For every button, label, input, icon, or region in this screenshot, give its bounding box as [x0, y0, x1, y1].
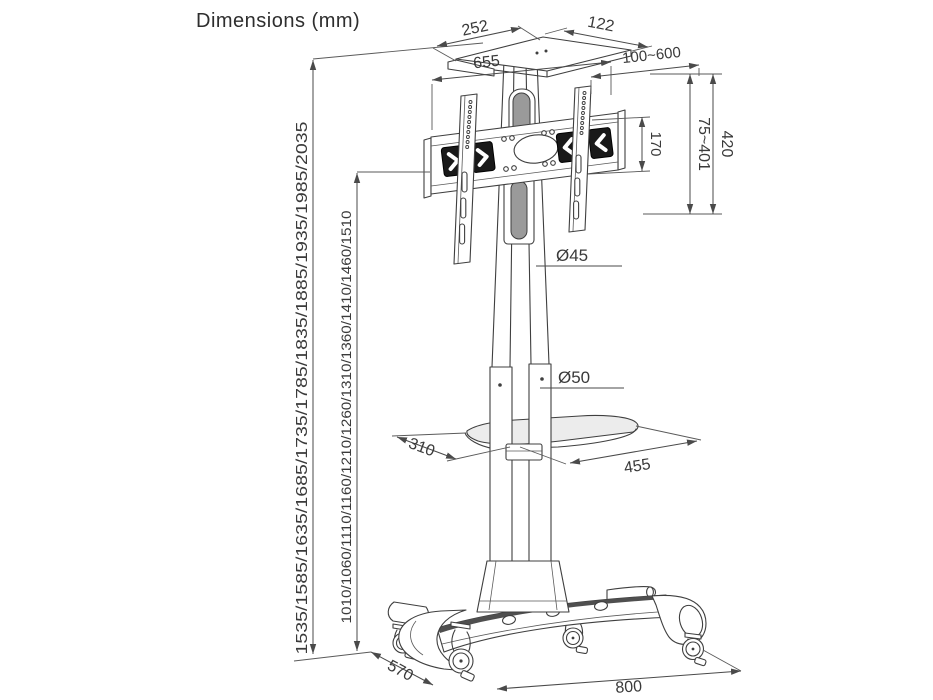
dim-line-shelf-depth [396, 436, 457, 460]
dim-line-top-depth [563, 29, 649, 49]
bracket-left-end-cap [423, 137, 432, 199]
vesa-rail-right [568, 85, 592, 233]
beam-hole-3 [593, 601, 609, 611]
label-top-depth: 122 [586, 14, 616, 36]
label-lower-pole-diameter: Ø50 [558, 368, 590, 387]
base-front-right-leg [651, 594, 707, 645]
dimension-lines [309, 26, 742, 692]
label-overall-heights: 1535/1585/1635/1685/1735/1785/1835/1885/… [294, 121, 311, 654]
label-bracket-width: 655 [472, 53, 500, 73]
lower-pole [489, 363, 552, 573]
caster-front-left [448, 621, 475, 682]
dim-line-top-width [436, 26, 522, 48]
chevron-right-icon [475, 148, 489, 167]
chevron-right-icon [446, 152, 460, 171]
label-screen-range: 100~600 [621, 44, 681, 67]
label-shelf-width: 455 [623, 456, 652, 477]
bracket-screws [501, 129, 556, 172]
chevron-left-icon [594, 133, 608, 153]
slide-indicator-left-2 [469, 141, 496, 173]
vesa-rail-left [453, 93, 478, 265]
dimension-annotations: Dimensions (mm) 252 122 655 100~600 170 … [196, 10, 742, 697]
chevron-left-icon [562, 137, 576, 157]
dim-line-base-depth [370, 651, 434, 686]
dim-line-base-width [496, 668, 742, 692]
label-base-depth: 570 [384, 657, 416, 685]
label-tilt-range: 75~401 [695, 117, 712, 171]
caster-front-right [681, 632, 707, 667]
column-base-housing [476, 560, 570, 613]
label-upper-pole-diameter: Ø45 [556, 246, 588, 265]
pole-slot-lower [503, 175, 535, 245]
dim-line-shelf-width [569, 439, 698, 465]
label-base-width: 800 [615, 678, 643, 697]
slide-indicator-right-2 [587, 127, 614, 159]
shelf-clamp [505, 443, 543, 461]
label-vesa-spacing: 170 [647, 131, 664, 156]
dim-line-screen-range [590, 62, 700, 80]
beam-hole-1 [502, 615, 516, 625]
pole-set-screw-right [540, 377, 544, 381]
label-top-width: 252 [460, 17, 490, 39]
pole-set-screw-left [498, 383, 502, 387]
diagram-title: Dimensions (mm) [196, 10, 360, 32]
label-bracket-height: 420 [718, 131, 735, 158]
label-bracket-heights: 1010/1060/1110/1160/1210/1260/1310/1360/… [338, 210, 354, 623]
base-front-beam [436, 594, 675, 653]
tv-bracket [423, 85, 626, 265]
beam-top-stripe [437, 595, 667, 633]
dim-line-bracket-width [431, 59, 612, 83]
label-shelf-depth: 310 [406, 435, 437, 460]
tv-stand-illustration [387, 36, 707, 682]
